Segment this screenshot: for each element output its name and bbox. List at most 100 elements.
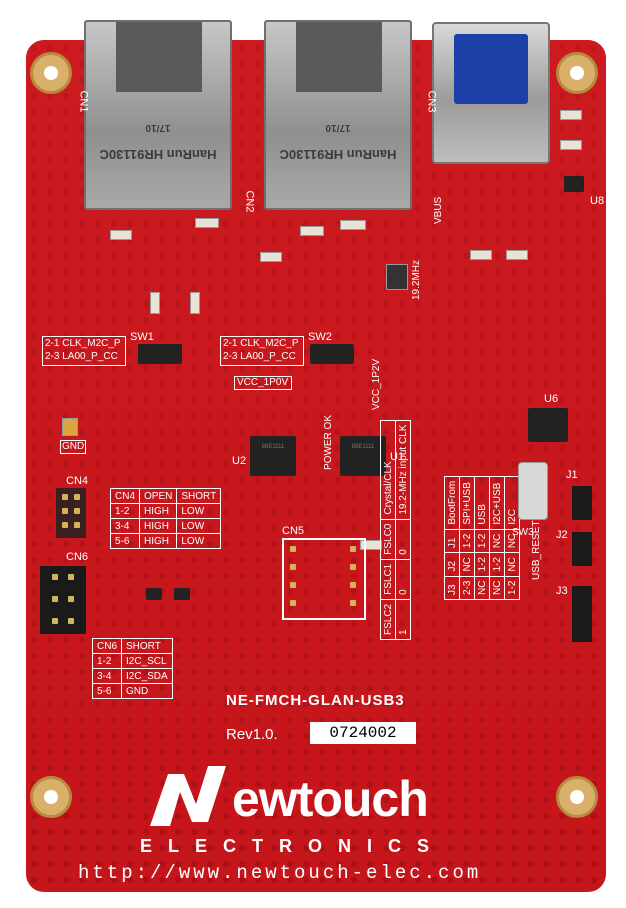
brand-name: ewtouch xyxy=(232,771,429,827)
cn6-table-header: CN6 xyxy=(91,638,123,654)
passive-component xyxy=(150,292,160,314)
website-url: http://www.newtouch-elec.com xyxy=(78,862,482,884)
fsel-table-header: FSLC1 xyxy=(380,559,396,600)
sw2-option-1: 2-1 CLK_M2C_P xyxy=(223,338,299,349)
gnd-label: GND xyxy=(62,441,85,452)
cn6-table-header: SHORT xyxy=(121,638,173,654)
cn6-table-cell: I2C_SDA xyxy=(121,668,173,684)
boot-table-cell: 1-2 xyxy=(504,576,520,600)
vbus-label: VBUS xyxy=(433,196,444,224)
sw1-config-box xyxy=(42,336,126,366)
sw1-switch[interactable] xyxy=(138,344,182,364)
boot-table-cell: 1-2 xyxy=(474,552,490,577)
cn6-table-cell: 3-4 xyxy=(91,668,123,684)
usb3-tongue xyxy=(454,34,528,104)
cn4-table-cell: LOW xyxy=(176,533,222,549)
cn5-pin xyxy=(350,546,356,552)
cn4-table-cell: HIGH xyxy=(139,503,178,519)
passive-component xyxy=(560,110,582,120)
cn5-pin xyxy=(350,582,356,588)
sw1-option-1: 2-1 CLK_M2C_P xyxy=(45,338,121,349)
passive-component xyxy=(470,250,492,260)
sw2-switch[interactable] xyxy=(310,344,354,364)
cn4-pin xyxy=(74,522,80,528)
board-revision: Rev1.0. xyxy=(226,726,278,743)
boot-table-cell: I2C+USB xyxy=(489,476,505,530)
fsel-table-header: FSLC2 xyxy=(380,599,396,640)
sw2-config-box xyxy=(220,336,304,366)
vcc-1p0v-box xyxy=(234,376,292,390)
cn3-label: CN3 xyxy=(425,90,438,113)
boot-table-cell: USB xyxy=(474,476,490,530)
cn6-table-cell: GND xyxy=(121,683,173,699)
ic-u1: 88E1111 xyxy=(340,436,386,476)
boot-table-cell: SPI+USB xyxy=(459,476,475,530)
sw2-option-2: 2-3 LA00_P_CC xyxy=(223,351,296,362)
boot-table-cell: NC xyxy=(474,576,490,600)
rj45-right-label: HanRun HR91130C xyxy=(279,147,397,162)
j2-label: J2 xyxy=(556,529,568,541)
fsel-table-header: Crystal/CLK xyxy=(380,420,396,520)
u6-label: U6 xyxy=(544,393,559,405)
passive-component xyxy=(560,140,582,150)
cn5-pin xyxy=(290,600,296,606)
frequency-select-table: FSLC2 FSLC1 FSLC0 Crystal/CLK 1 0 0 19.2… xyxy=(380,420,411,640)
passive-component xyxy=(506,250,528,260)
cn4-table-cell: 3-4 xyxy=(109,518,141,534)
boot-table-header: J3 xyxy=(444,576,460,600)
cn4-pin-header xyxy=(56,488,86,538)
power-ok-label: POWER OK xyxy=(323,414,334,470)
cn6-pin xyxy=(68,596,74,602)
cn4-pin xyxy=(74,508,80,514)
jumper-j3[interactable] xyxy=(572,586,592,642)
cn5-pin xyxy=(290,582,296,588)
passive-component xyxy=(360,540,382,550)
boot-table-cell: NC xyxy=(489,576,505,600)
cn4-table: CN4 OPEN SHORT 1-2 HIGH LOW 3-4 HIGH LOW… xyxy=(109,488,222,549)
cn4-table-cell: HIGH xyxy=(139,518,178,534)
cn2-label: CN2 xyxy=(243,190,256,213)
gnd-box xyxy=(60,440,86,454)
passive-component xyxy=(190,292,200,314)
fsel-table-cell: 19.2-MHz input CLK xyxy=(395,420,411,520)
passive-component xyxy=(195,218,219,228)
u8-label: U8 xyxy=(590,195,605,207)
cn6-pin xyxy=(68,618,74,624)
usb3-connector xyxy=(432,22,550,164)
crystal-frequency-label: 19.2MHz xyxy=(411,259,422,300)
passive-component xyxy=(110,230,132,240)
cn4-table-cell: 5-6 xyxy=(109,533,141,549)
ic-u6 xyxy=(528,408,568,442)
cn5-socket xyxy=(282,538,366,620)
rj45-port-opening xyxy=(296,22,382,92)
boot-select-table: J3 J2 J1 BootFrom 2-3 NC 1-2 SPI+USB NC … xyxy=(444,476,520,600)
rj45-connector-left: HanRun HR91130C 17/10 xyxy=(84,20,232,210)
boot-table-cell: NC xyxy=(504,552,520,577)
jumper-j2[interactable] xyxy=(572,532,592,566)
sw1-option-2: 2-3 LA00_P_CC xyxy=(45,351,118,362)
rj45-left-date: 17/10 xyxy=(145,122,171,133)
fsel-table-cell: 0 xyxy=(395,519,411,560)
rj45-connector-right: HanRun HR91130C 17/10 xyxy=(264,20,412,210)
fsel-table-cell: 1 xyxy=(395,599,411,640)
cn6-table: CN6 SHORT 1-2 I2C_SCL 3-4 I2C_SDA 5-6 GN… xyxy=(91,638,173,699)
rj45-left-label: HanRun HR91130C xyxy=(99,147,217,162)
sw1-label: SW1 xyxy=(130,331,154,343)
usb-reset-button[interactable] xyxy=(518,462,548,520)
board-model: NE-FMCH-GLAN-USB3 xyxy=(226,692,405,709)
boot-table-header: J1 xyxy=(444,529,460,553)
boot-table-header: J2 xyxy=(444,552,460,577)
cn6-pin xyxy=(52,574,58,580)
cn4-label: CN4 xyxy=(66,475,89,487)
usb-reset-label: USB_RESET xyxy=(531,520,542,580)
j3-label: J3 xyxy=(556,585,568,597)
cn5-pin xyxy=(350,564,356,570)
passive-component xyxy=(340,220,366,230)
mounting-hole-top-right xyxy=(556,52,598,94)
jumper-j1[interactable] xyxy=(572,486,592,520)
newtouch-logo-icon xyxy=(150,766,226,826)
boot-table-cell: NC xyxy=(489,529,505,553)
cn5-label: CN5 xyxy=(282,525,305,537)
fsel-table-cell: 0 xyxy=(395,559,411,600)
cn4-pin xyxy=(62,522,68,528)
